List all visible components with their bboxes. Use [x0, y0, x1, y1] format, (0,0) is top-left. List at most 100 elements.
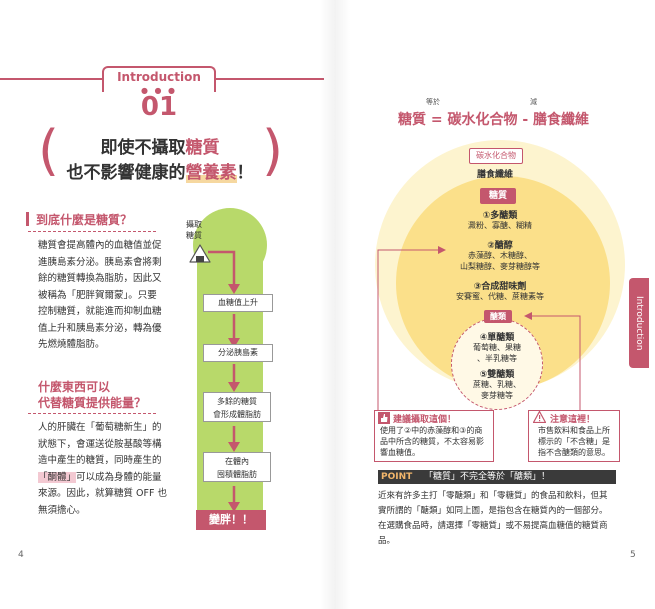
point-line: 品。 [378, 536, 396, 546]
chapter-number: 01 [140, 92, 178, 122]
gutter [320, 0, 350, 609]
note-line: 市售飲料和食品上所 [538, 426, 610, 435]
di-title: ⑤雙醣類 [479, 370, 515, 380]
body-line: 狀態下，會運送從胺基酸等構 [38, 438, 162, 450]
section-divider [28, 231, 156, 232]
intro-dots: ● ● ● [140, 86, 178, 95]
headline-text: 也不影響健康的 [66, 163, 186, 183]
section-title: 代替糖質提供能量？ [38, 396, 147, 410]
body-line: 先燃燒體脂肪。 [38, 339, 105, 350]
saccharide-circle [451, 318, 543, 410]
carb-tag: 碳水化合物 [469, 148, 523, 164]
body-line: 進胰島素分泌。胰島素會將剩 [38, 256, 162, 268]
side-tab-label: Introduction [634, 295, 644, 351]
eq-carb: 碳水化合物 [447, 112, 518, 128]
note-line: 標示的「不含糖」是 [538, 437, 610, 446]
flow-step: 在體內囤積體脂肪 [203, 452, 271, 482]
flow-step-text: 囤積體脂肪 [217, 470, 257, 479]
point-line: 實所謂的「醣類」如同上圖，是指包含在糖質內的一個部分。 [378, 506, 608, 516]
body-line: 造中產生的糖質，同時產生的 [38, 455, 162, 466]
left-paren: ( [38, 119, 60, 182]
note-line: 指不含醣類的意思。 [538, 448, 610, 457]
section-marker [26, 212, 29, 226]
flow-step-text: 會形成體脂肪 [213, 410, 261, 419]
rice-ball-icon [189, 244, 211, 263]
alcohol-title: ②醣醇 [487, 241, 513, 251]
flow-step-text: 多餘的糖質 [217, 397, 257, 406]
recommend-note [374, 410, 494, 462]
point-body: 近來有許多主打「零醣類」和「零糖質」的食品和飲料，但其實所謂的「醣類」如同上圖，… [378, 489, 626, 549]
ruby-minus: 減 [530, 98, 537, 106]
point-line: 近來有許多主打「零醣類」和「零糖質」的食品和飲料，但其 [378, 491, 608, 501]
body-line: 糖質會提高體內的血糖值並促 [38, 240, 162, 251]
headline-text: 即使不攝取 [100, 138, 186, 158]
sweet-title: ③合成甜味劑 [473, 282, 527, 292]
note-line: 品中所含的糖質，不太容易影 [380, 437, 484, 446]
flow-step: 分泌胰島素 [203, 344, 273, 362]
section-title: 什麼東西可以 [38, 380, 111, 394]
flow-step: 血糖值上升 [203, 294, 273, 312]
point-line: 在選購食品時，請選擇「零糖質」或不易提高血糖值的糖質商 [378, 521, 608, 531]
intro-label: Introduction [117, 70, 201, 84]
flow-result: 變胖！！ [196, 510, 266, 530]
sweet-items: 安賽蜜、代糖、蔗糖素等 [456, 292, 544, 301]
mono-title: ④單醣類 [479, 333, 515, 343]
body-line: 來源。因此，就算糖質 OFF 也 [38, 488, 167, 499]
section-body: 人的肝臟在「葡萄糖新生」的狀態下，會運送從胺基酸等構造中產生的糖質，同時產生的「… [38, 420, 188, 519]
sugar-tag: 糖質 [480, 188, 516, 204]
section-divider [28, 413, 156, 414]
intake-label: 攝取 糖質 [186, 219, 202, 241]
flow-step: 多餘的糖質會形成體脂肪 [203, 392, 271, 422]
poly-items: 澱粉、寡醣、糊精 [468, 221, 532, 230]
recommend-text: 使用了②中的赤藻醇和③的商品中所含的糖質，不太容易影響血糖值。 [380, 425, 490, 458]
recommend-title: 建議攝取這個！ [393, 415, 457, 425]
right-paren: ) [262, 119, 284, 182]
point-bar [378, 470, 616, 484]
body-line: 無須擔心。 [38, 504, 86, 516]
di-items: 蔗糖、乳糖、 [473, 380, 521, 389]
body-line: 值上升和胰島素分泌，轉為優 [38, 322, 162, 334]
connector-lines [377, 246, 581, 410]
flow-step-text: 分泌胰島素 [218, 348, 258, 357]
point-label: POINT [381, 472, 413, 482]
thumbs-up-icon [378, 412, 390, 424]
mono-items: 、半乳糖等 [477, 354, 517, 363]
body-line: 餘的糖質轉換為脂肪，因此又 [38, 273, 162, 284]
mono-items: 葡萄糖、果糖 [473, 343, 521, 352]
section-body: 糖質會提高體內的血糖值並促進胰島素分泌。胰島素會將剩餘的糖質轉換為脂肪，因此又被… [38, 238, 188, 354]
header-rule-right [212, 78, 324, 80]
saccharide-tag: 醣類 [484, 310, 512, 323]
body-line: 人的肝臟在「葡萄糖新生」的 [38, 422, 162, 433]
headline-highlight: 營養素 [185, 163, 237, 183]
warning-text: 市售飲料和食品上所標示的「不含糖」是指不含醣類的意思。 [538, 425, 618, 458]
intake-text: 攝取 [186, 220, 202, 229]
side-tab [629, 278, 649, 368]
ketone-highlight: 「酮體」 [38, 471, 77, 483]
intro-tab [102, 66, 216, 92]
flow-arrows [208, 250, 240, 512]
point-title: 「糖質」不完全等於「醣類」！ [424, 472, 551, 482]
headline-text: ！ [236, 163, 254, 183]
poly-title: ①多醣類 [482, 211, 518, 221]
body-line: 控制糖質，就能進而抑制血糖 [38, 306, 162, 317]
flow-step-text: 在體內 [225, 457, 249, 466]
eq-equals: = [430, 112, 443, 128]
page-number-left: 4 [18, 550, 24, 560]
headline-line2: 也不影響健康的營養素！ [60, 158, 260, 183]
eq-fiber: 膳食纖維 [533, 112, 590, 128]
warning-icon [533, 411, 546, 423]
fiber-label: 膳食纖維 [476, 170, 513, 180]
equation: 糖質 = 碳水化合物 - 膳食纖維 [398, 109, 589, 129]
page-number-right: 5 [630, 550, 636, 560]
eq-sugar: 糖質 [398, 112, 426, 128]
warning-title: 注意這裡！ [550, 415, 596, 425]
di-items: 麥芽糖等 [481, 391, 513, 400]
note-line: 響血糖值。 [380, 448, 420, 457]
eq-minus: - [522, 112, 529, 128]
alcohol-items: 山梨糖醇、麥芽糖醇等 [460, 262, 540, 271]
headline-line1: 即使不攝取糖質 [60, 133, 260, 158]
ruby-equals: 等於 [426, 98, 440, 106]
header-rule-left [0, 78, 104, 80]
section-title: 到底什麼是糖質？ [36, 213, 133, 227]
intake-text: 糖質 [186, 231, 202, 240]
